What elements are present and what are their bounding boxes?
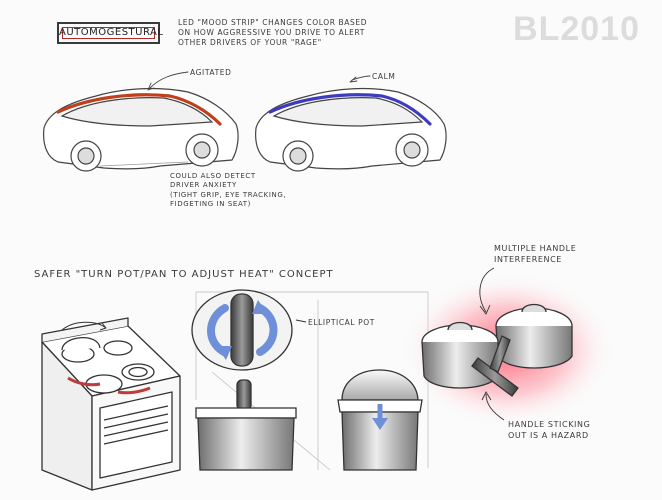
detect-note-line: DRIVER ANXIETY xyxy=(170,181,237,190)
back-pan-lid-knob xyxy=(521,303,547,313)
handle-bottom-note-line: OUT IS A HAZARD xyxy=(508,430,589,440)
stove-rotate-arrow xyxy=(61,321,107,331)
pot-side-rim xyxy=(195,407,297,419)
car-left-wheel-rear-hub xyxy=(193,141,211,159)
guide-lines xyxy=(195,291,429,471)
car-left-callout-head xyxy=(147,82,155,91)
front-pan-lid-knob xyxy=(447,321,473,331)
front-pan-handle xyxy=(471,357,519,397)
handle-top-note-line: MULTIPLE HANDLE xyxy=(494,244,577,253)
watermark: BL2010 xyxy=(513,10,640,48)
car-left-sketch xyxy=(43,71,239,172)
top-note-line: LED "MOOD STRIP" CHANGES COLOR BASED xyxy=(178,18,368,27)
top-note-arrow-head xyxy=(479,304,491,315)
car-right-callout-head xyxy=(349,76,358,83)
stove-heat-red xyxy=(117,386,151,395)
elliptical-label-leader xyxy=(295,319,307,323)
handle-top-note: MULTIPLE HANDLE INTERFERENCE xyxy=(494,244,576,266)
top-note-arrow xyxy=(479,267,495,313)
stove-door-line xyxy=(103,421,169,437)
elliptical-pot-handle xyxy=(230,293,254,367)
stove-sketch xyxy=(41,317,181,491)
title-text: AUTOMOGESTURAL xyxy=(59,27,164,38)
car-left-windows xyxy=(60,97,214,127)
detect-note-line: (TIGHT GRIP, EYE TRACKING, xyxy=(170,190,287,199)
handle-interference-sketch xyxy=(400,267,616,428)
stove-door-line xyxy=(103,429,169,445)
elliptical-label: ELLIPTICAL POT xyxy=(308,318,375,327)
stove-burner xyxy=(121,363,155,381)
handle-top-note-line: INTERFERENCE xyxy=(494,254,562,264)
car-left-mood-strip xyxy=(56,93,222,126)
stove-burner-ring xyxy=(128,366,148,378)
dome-pot-body xyxy=(341,411,419,471)
handle-bottom-note-line: HANDLE STICKING xyxy=(508,420,591,429)
car-left-label: AGITATED xyxy=(190,68,232,77)
car-left-wheel-front-hub xyxy=(77,147,95,165)
stove-oven-door xyxy=(99,391,173,479)
car-right-label: CALM xyxy=(372,72,396,81)
car-right-sketch xyxy=(255,75,447,172)
stove-burner xyxy=(103,340,133,356)
title-box: AUTOMOGESTURAL xyxy=(57,22,164,44)
stove-door-line xyxy=(103,413,169,429)
top-note-line: ON HOW AGGRESSIVE YOU DRIVE TO ALERT xyxy=(178,28,365,38)
bottom-note-arrow-head xyxy=(481,391,492,401)
rotate-arrow-right-head xyxy=(252,300,268,314)
stove-door-line xyxy=(103,405,169,421)
handle-bottom-note: HANDLE STICKING OUT IS A HAZARD xyxy=(508,420,590,442)
concept-title: SAFER "TURN POT/PAN TO ADJUST HEAT" CONC… xyxy=(34,269,334,280)
detect-note: COULD ALSO DETECT DRIVER ANXIETY (TIGHT … xyxy=(170,172,286,210)
back-pan-handle xyxy=(489,335,511,373)
elliptical-pot-top xyxy=(191,289,307,371)
car-left-underline xyxy=(99,161,189,167)
pot-side-view xyxy=(195,379,297,471)
car-right-mood-strip xyxy=(268,93,432,126)
stove-rotate-arrow-head xyxy=(99,322,107,331)
car-left-callout xyxy=(149,71,189,89)
pot-side-knob xyxy=(236,379,252,411)
detect-note-line: COULD ALSO DETECT xyxy=(170,172,256,180)
down-arrow-head xyxy=(372,418,388,430)
top-note-line: OTHER DRIVERS OF YOUR "RAGE" xyxy=(178,38,322,48)
pot-side-body xyxy=(197,417,295,471)
stove-pot-dome xyxy=(61,336,101,351)
dome-pot-lid xyxy=(341,369,419,401)
stove-backguard xyxy=(41,317,129,342)
detect-note-line: FIDGETING IN SEAT) xyxy=(170,200,251,209)
car-right-windows xyxy=(272,97,424,127)
top-note: LED "MOOD STRIP" CHANGES COLOR BASED ON … xyxy=(178,18,367,48)
stove-heat-red xyxy=(67,376,101,387)
rotate-arrow-left-head xyxy=(216,346,232,360)
car-right-wheel-rear-hub xyxy=(403,141,421,159)
bottom-note-arrow xyxy=(485,393,505,421)
dome-pot xyxy=(337,369,423,471)
car-right-wheel-front-hub xyxy=(289,147,307,165)
